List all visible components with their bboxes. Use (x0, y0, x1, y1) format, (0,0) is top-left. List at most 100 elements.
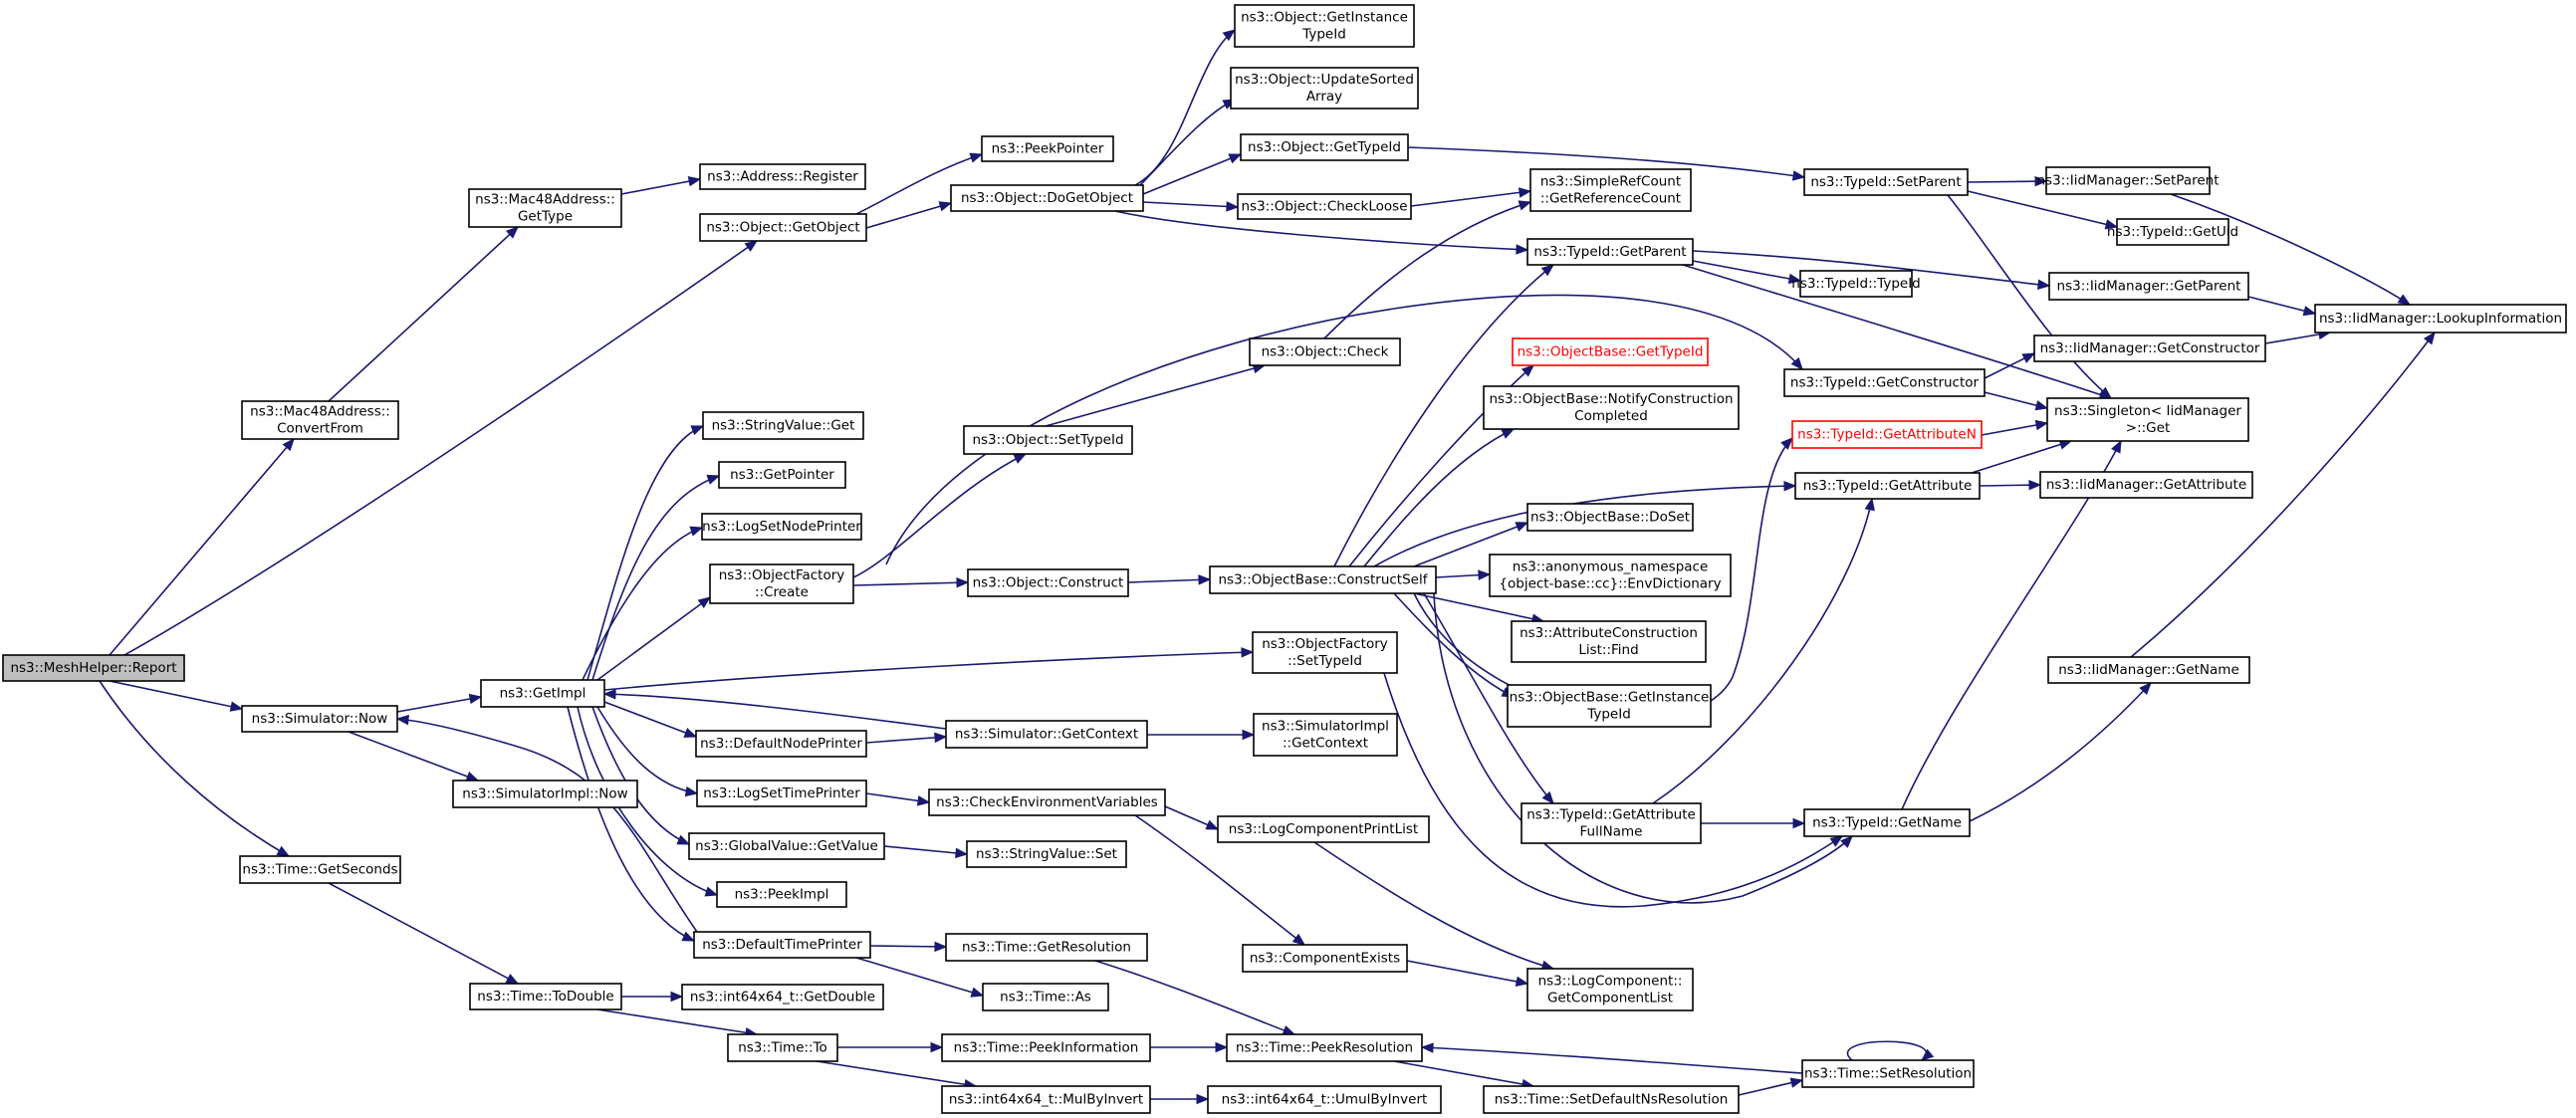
node-convertfrom[interactable]: ns3::Mac48Address::ConvertFrom (241, 400, 399, 440)
node-getattribute[interactable]: ns3::TypeId::GetAttribute (1794, 472, 1981, 500)
node-label: TypeId (1586, 707, 1631, 723)
node-dogetobject[interactable]: ns3::Object::DoGetObject (950, 184, 1144, 212)
node-mac_gettype[interactable]: ns3::Mac48Address::GetType (468, 188, 622, 228)
node-stringvalue_get[interactable]: ns3::StringValue::Get (702, 411, 864, 440)
edge-line (1142, 201, 1239, 208)
node-peekimpl[interactable]: ns3::PeekImpl (716, 881, 847, 908)
node-int64_getdouble[interactable]: ns3::int64x64_t::GetDouble (681, 984, 884, 1010)
node-getobject[interactable]: ns3::Object::GetObject (699, 213, 867, 242)
node-typeid_getname[interactable]: ns3::TypeId::GetName (1803, 808, 1971, 837)
node-iid_getconstructor[interactable]: ns3::IidManager::GetConstructor (2033, 335, 2266, 362)
node-box (1207, 1085, 1442, 1114)
edge-int64_mulbyinvert-to-int64_umulbyinvert (1150, 1093, 1210, 1105)
node-box (982, 983, 1109, 1011)
arrowhead (1864, 497, 1875, 512)
node-label: ns3::PeekPointer (992, 141, 1104, 157)
node-checkenv[interactable]: ns3::CheckEnvironmentVariables (928, 788, 1166, 816)
arrowhead (1516, 244, 1529, 255)
node-simimpl_now[interactable]: ns3::SimulatorImpl::Now (452, 780, 638, 808)
node-time_getresolution[interactable]: ns3::Time::GetResolution (945, 933, 1148, 962)
edge-time_to-to-time_peekinformation (837, 1041, 944, 1053)
node-setttypeid[interactable]: ns3::Object::SetTypeId (963, 425, 1133, 455)
node-time_setdefaultns[interactable]: ns3::Time::SetDefaultNsResolution (1483, 1085, 1740, 1114)
node-int64_umulbyinvert[interactable]: ns3::int64x64_t::UmulByInvert (1207, 1085, 1442, 1114)
node-logsetnodeprinter[interactable]: ns3::LogSetNodePrinter (701, 513, 862, 541)
arrowhead (1291, 933, 1306, 946)
arrowhead (697, 596, 712, 609)
node-report[interactable]: ns3::MeshHelper::Report (2, 654, 185, 682)
edge-getimpl-to-peekimpl (577, 706, 719, 897)
node-time_getseconds[interactable]: ns3::Time::GetSeconds (239, 855, 401, 884)
node-getuid[interactable]: ns3::TypeId::GetUid (2107, 218, 2238, 246)
edge-constructself-to-doset (1413, 522, 1529, 567)
node-sim_getcontext[interactable]: ns3::Simulator::GetContext (945, 720, 1148, 749)
node-logcomponentprintlist[interactable]: ns3::LogComponentPrintList (1217, 815, 1430, 843)
node-ob_gettypeid[interactable]: ns3::ObjectBase::GetTypeId (1512, 337, 1709, 366)
node-time_peekinformation[interactable]: ns3::Time::PeekInformation (941, 1033, 1151, 1062)
edge-line (1652, 498, 1873, 804)
node-time_as[interactable]: ns3::Time::As (982, 983, 1109, 1011)
edge-of_create-to-setttypeid (852, 453, 1028, 578)
node-getconstructor[interactable]: ns3::TypeId::GetConstructor (1783, 368, 1986, 397)
node-defaultnodeprinter[interactable]: ns3::DefaultNodePrinter (695, 730, 867, 758)
node-iid_getattribute[interactable]: ns3::IidManager::GetAttribute (2039, 471, 2253, 499)
node-iid_getname[interactable]: ns3::IidManager::GetName (2047, 656, 2250, 684)
edge-line (591, 475, 720, 681)
node-getpointer[interactable]: ns3::GetPointer (718, 461, 846, 489)
node-stringvalue_set[interactable]: ns3::StringValue::Set (966, 840, 1127, 868)
node-addr_register[interactable]: ns3::Address::Register (699, 163, 866, 190)
node-peekpointer[interactable]: ns3::PeekPointer (981, 135, 1114, 162)
node-box (1803, 808, 1971, 837)
edge-line (1407, 146, 1805, 178)
arrowhead (276, 845, 291, 857)
node-constructself[interactable]: ns3::ObjectBase::ConstructSelf (1209, 565, 1437, 594)
node-label: ns3::Singleton< IidManager (2054, 403, 2241, 419)
node-time_peekresolution[interactable]: ns3::Time::PeekResolution (1226, 1033, 1423, 1062)
node-label: TypeId (1301, 27, 1346, 43)
node-time_setresolution[interactable]: ns3::Time::SetResolution (1801, 1059, 1975, 1088)
arrowhead (955, 847, 969, 859)
node-obj_construct[interactable]: ns3::Object::Construct (967, 568, 1129, 597)
node-logsettimeprinter[interactable]: ns3::LogSetTimePrinter (696, 780, 867, 807)
node-time_todouble[interactable]: ns3::Time::ToDouble (469, 983, 622, 1010)
node-setparent[interactable]: ns3::TypeId::SetParent (1803, 168, 1969, 196)
node-label: ns3::TypeId::GetParent (1533, 244, 1686, 260)
node-checkloose[interactable]: ns3::Object::CheckLoose (1237, 193, 1412, 220)
node-time_to[interactable]: ns3::Time::To (727, 1033, 838, 1062)
node-doset[interactable]: ns3::ObjectBase::DoSet (1526, 503, 1694, 532)
node-typeid_ctor[interactable]: ns3::TypeId::TypeId (1791, 270, 1921, 298)
node-notifyconstruction[interactable]: ns3::ObjectBase::NotifyConstructionCompl… (1483, 385, 1740, 430)
node-componentexists[interactable]: ns3::ComponentExists (1242, 944, 1408, 973)
arrowhead (1013, 453, 1028, 464)
node-getrefcount[interactable]: ns3::SimpleRefCount::GetReferenceCount (1529, 168, 1692, 212)
node-getcomponentlist[interactable]: ns3::LogComponent::GetComponentList (1526, 968, 1694, 1011)
node-sim_now[interactable]: ns3::Simulator::Now (241, 705, 398, 733)
node-defaulttimeprinter[interactable]: ns3::DefaultTimePrinter (693, 931, 871, 959)
node-of_create[interactable]: ns3::ObjectFactory::Create (709, 563, 854, 604)
node-lookupinfo[interactable]: ns3::IidManager::LookupInformation (2314, 304, 2567, 334)
edge-getimpl-to-of_create (596, 596, 712, 681)
node-getattributen[interactable]: ns3::TypeId::GetAttributeN (1791, 420, 1983, 449)
node-of_settypeid[interactable]: ns3::ObjectFactory::SetTypeId (1252, 631, 1398, 674)
edge-sim_now-to-getimpl (396, 693, 483, 713)
edge-line (577, 706, 718, 896)
node-label: ns3::Object::Construct (973, 575, 1124, 591)
node-iid_getparent[interactable]: ns3::IidManager::GetParent (2048, 272, 2249, 301)
node-envdictionary[interactable]: ns3::anonymous_namespace{object-base::cc… (1489, 554, 1732, 597)
node-obj_check[interactable]: ns3::Object::Check (1249, 337, 1401, 366)
node-obj_gettypeid[interactable]: ns3::Object::GetTypeId (1240, 133, 1409, 161)
edge-line (865, 202, 952, 229)
edge-getimpl-to-defaultnodeprinter (603, 701, 698, 738)
node-getimpl[interactable]: ns3::GetImpl (480, 679, 605, 708)
node-globalvalue_getvalue[interactable]: ns3::GlobalValue::GetValue (688, 832, 885, 860)
node-simimpl_getcontext[interactable]: ns3::SimulatorImpl::GetContext (1253, 713, 1398, 757)
node-iid_setparent[interactable]: ns3::IidManager::SetParent (2037, 166, 2220, 195)
node-getparent[interactable]: ns3::TypeId::GetParent (1526, 238, 1694, 266)
node-singleton_get[interactable]: ns3::Singleton< IidManager >::Get (2046, 397, 2249, 442)
node-int64_mulbyinvert[interactable]: ns3::int64x64_t::MulByInvert (941, 1085, 1151, 1114)
